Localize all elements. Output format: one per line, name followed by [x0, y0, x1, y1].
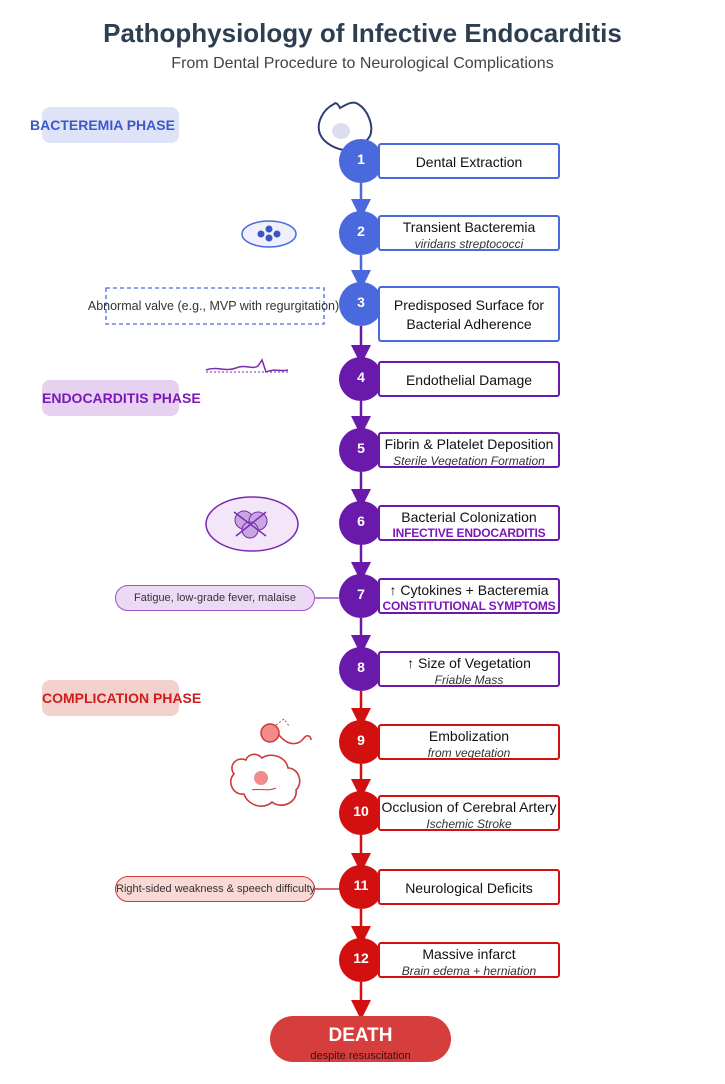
step-number-11: 11 [339, 865, 383, 909]
step-sublabel: viridans streptococci [414, 237, 524, 251]
step-box-1: Dental Extraction [378, 143, 560, 179]
step-box-4: Endothelial Damage [378, 361, 560, 397]
step-label: ↑ Cytokines + Bacteremia [389, 582, 549, 598]
step-tag: CONSTITUTIONAL SYMPTOMS [382, 599, 556, 613]
step-label: Transient Bacteremia [402, 219, 536, 235]
step-sublabel: from vegetation [427, 746, 511, 760]
step-number-9: 9 [339, 720, 383, 764]
step-box-3: Predisposed Surface for Bacterial Adhere… [378, 286, 560, 342]
abnormal-valve-note: Abnormal valve (e.g., MVP with regurgita… [87, 299, 340, 313]
brain-icon [229, 753, 301, 807]
step-label: Neurological Deficits [405, 880, 533, 896]
death-label: DEATH [328, 1025, 393, 1046]
constitutional-symptoms-note: Fatigue, low-grade fever, malaise [115, 585, 315, 611]
bacteria-cluster-icon [241, 220, 297, 248]
vegetation-icon [205, 496, 299, 552]
step-number-4: 4 [339, 357, 383, 401]
step-box-9: Embolization from vegetation [378, 724, 560, 760]
endocarditis-phase-label: ENDOCARDITIS PHASE [42, 380, 201, 416]
step-label: Predisposed Surface for Bacterial Adhere… [393, 297, 545, 332]
step-number-2: 2 [339, 211, 383, 255]
step-number-5: 5 [339, 428, 383, 472]
diagram-subtitle: From Dental Procedure to Neurological Co… [171, 55, 554, 72]
embolus-icon [260, 718, 312, 745]
step-sublabel: Friable Mass [434, 673, 504, 687]
abnormal-valve-box [105, 287, 325, 325]
step-label: ↑ Size of Vegetation [407, 655, 531, 671]
step-label: Occlusion of Cerebral Artery [381, 799, 557, 815]
step-number-1: 1 [339, 139, 383, 183]
step-sublabel: Sterile Vegetation Formation [393, 454, 545, 468]
step-number-8: 8 [339, 647, 383, 691]
step-sublabel: Ischemic Stroke [426, 817, 512, 831]
step-sublabel: Brain edema + herniation [401, 964, 537, 978]
step-number-6: 6 [339, 501, 383, 545]
neurological-deficits-note: Right-sided weakness & speech difficulty [115, 876, 315, 902]
step-box-2: Transient Bacteremia viridans streptococc… [378, 215, 560, 251]
complication-phase-label: COMPLICATION PHASE [42, 680, 201, 716]
death-sublabel: despite resuscitation [310, 1050, 411, 1062]
step-label: Endothelial Damage [405, 372, 533, 388]
diagram-title: Pathophysiology of Infective Endocarditi… [103, 18, 622, 48]
step-tag: INFECTIVE ENDOCARDITIS [392, 526, 546, 540]
step-box-11: Neurological Deficits [378, 869, 560, 905]
step-label: Embolization [428, 728, 510, 744]
step-label: Bacterial Colonization [401, 509, 537, 525]
step-number-12: 12 [339, 938, 383, 982]
step-number-7: 7 [339, 574, 383, 618]
step-label: Dental Extraction [415, 154, 523, 170]
step-number-10: 10 [339, 791, 383, 835]
tooth-icon [317, 101, 373, 152]
step-number-3: 3 [339, 282, 383, 326]
damaged-endothelium-icon [205, 358, 289, 374]
step-label: Fibrin & Platelet Deposition [384, 436, 554, 452]
step-label: Massive infarct [422, 946, 516, 962]
death-outcome: DEATH despite resuscitation [270, 1016, 451, 1062]
bacteremia-phase-label: BACTEREMIA PHASE [30, 107, 179, 143]
